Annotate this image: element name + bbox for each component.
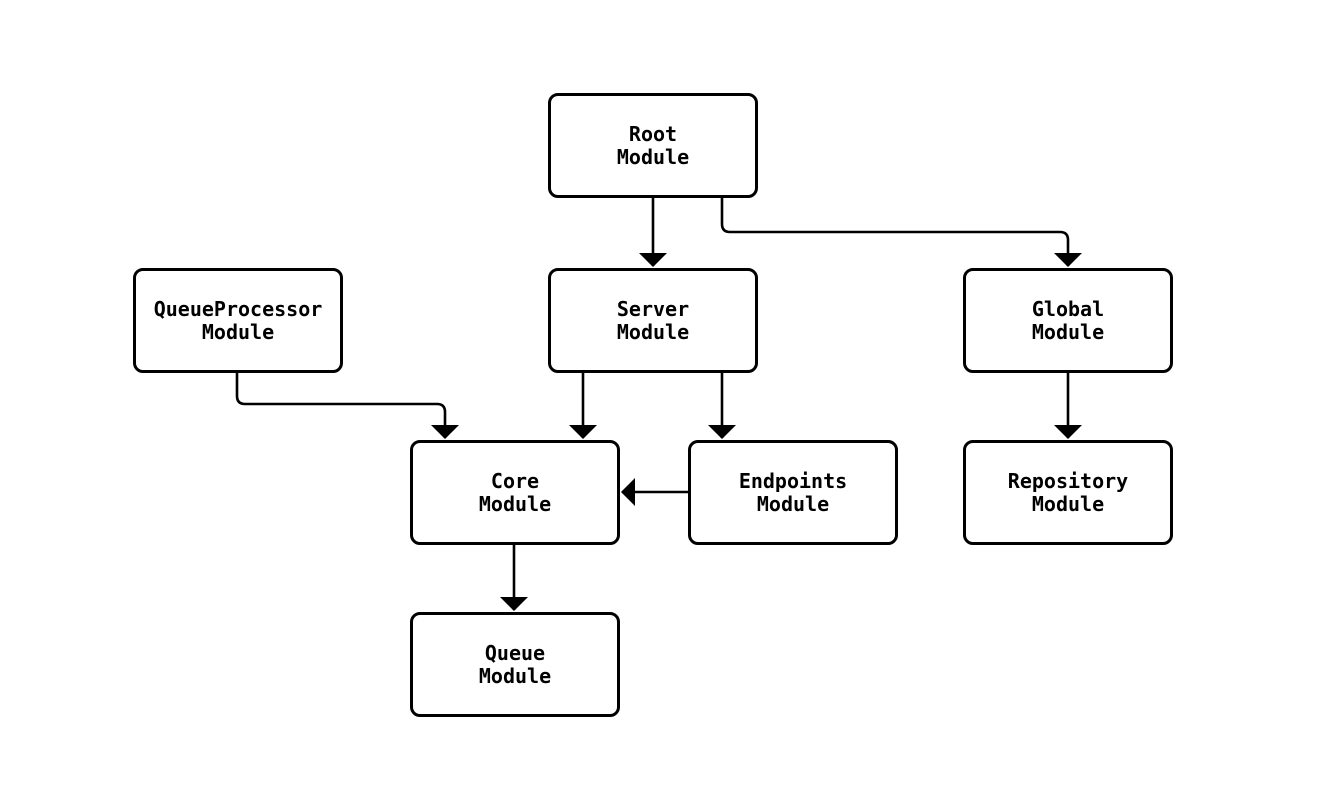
node-repository-module: Repository Module — [963, 440, 1173, 545]
node-root-module-label: Root Module — [616, 122, 690, 169]
node-repository-module-label: Repository Module — [1007, 469, 1129, 516]
node-global-module: Global Module — [963, 268, 1173, 373]
node-core-module-label: Core Module — [478, 469, 552, 516]
node-queue-module: Queue Module — [410, 612, 620, 717]
edge-queueprocessor-to-core — [235, 373, 459, 439]
node-endpoints-module-label: Endpoints Module — [738, 469, 848, 516]
node-core-module: Core Module — [410, 440, 620, 545]
node-endpoints-module: Endpoints Module — [688, 440, 898, 545]
node-global-module-label: Global Module — [1031, 297, 1105, 344]
node-server-module-label: Server Module — [616, 297, 690, 344]
node-queueprocessor-module: QueueProcessor Module — [133, 268, 343, 373]
node-queue-module-label: Queue Module — [478, 641, 552, 688]
node-server-module: Server Module — [548, 268, 758, 373]
edge-root-to-global — [720, 198, 1082, 267]
node-queueprocessor-module-label: QueueProcessor Module — [153, 297, 323, 344]
node-root-module: Root Module — [548, 93, 758, 198]
